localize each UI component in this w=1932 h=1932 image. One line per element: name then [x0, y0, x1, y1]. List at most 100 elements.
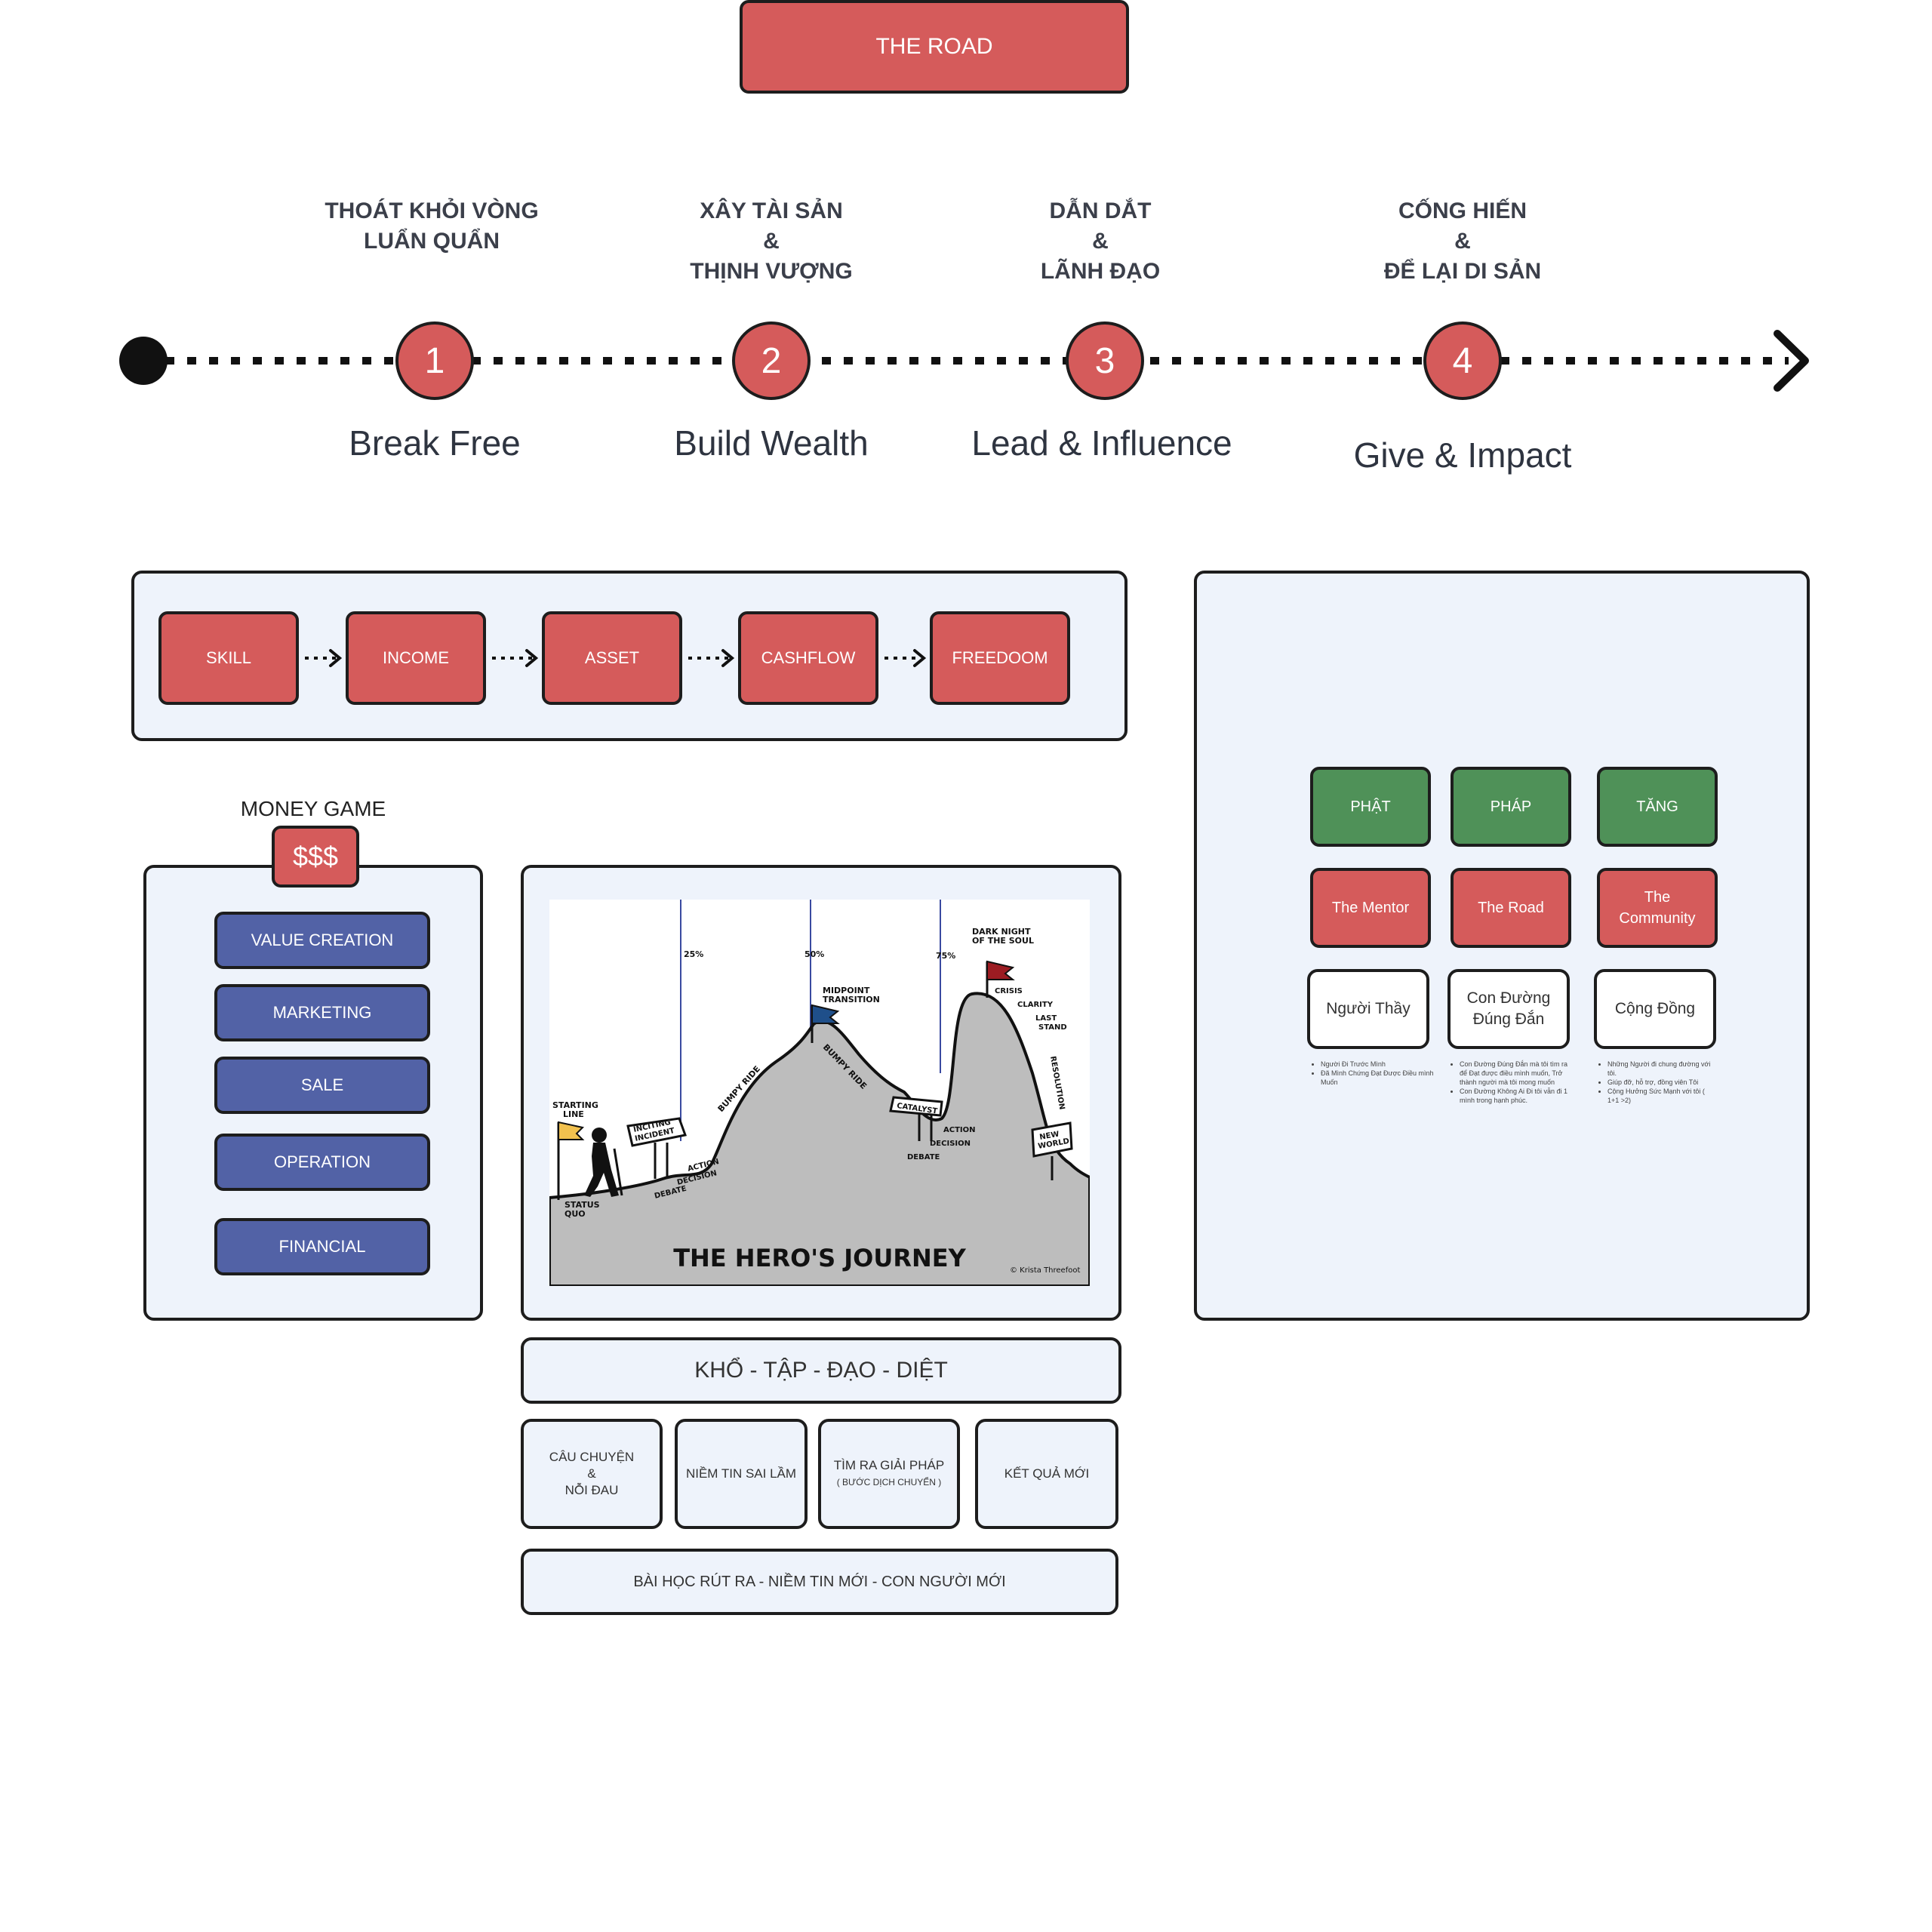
stage-4-marker[interactable]: 4: [1423, 321, 1502, 400]
flow-step-cashflow[interactable]: CASHFLOW: [738, 611, 878, 705]
flow-arrows: [305, 649, 927, 667]
label-crisis: CRISIS: [995, 987, 1023, 995]
lesson-banner: BÀI HỌC RÚT RA - NIỀM TIN MỚI - CON NGƯỜ…: [521, 1549, 1118, 1615]
money-item-financial[interactable]: FINANCIAL: [214, 1218, 430, 1275]
triad-green-phap[interactable]: PHÁP: [1451, 767, 1571, 847]
triad-label: Người Thầy: [1326, 1000, 1411, 1017]
inciting-sign-icon: [626, 1117, 688, 1179]
money-item-label: OPERATION: [274, 1152, 371, 1171]
flow-step-skill[interactable]: SKILL: [158, 611, 299, 705]
label-dark-night: DARK NIGHT: [972, 927, 1031, 937]
mountain-terrain: [549, 992, 1090, 1286]
belief-card-label: NIỀM TIN SAI LẦM: [685, 1466, 797, 1481]
stage-1-heading: THOÁT KHỎI VÒNG LUẨN QUẨN: [325, 198, 539, 254]
label-clarity: CLARITY: [1017, 1001, 1054, 1009]
money-item-label: SALE: [300, 1075, 344, 1094]
midpoint-flag-icon: [811, 1004, 840, 1024]
svg-text:TRANSITION: TRANSITION: [823, 995, 880, 1004]
solution-card[interactable]: TÌM RA GIẢI PHÁP ( BƯỚC DỊCH CHUYỂN ): [818, 1419, 960, 1529]
arrow-icon: [913, 649, 927, 667]
stage-2-number: 2: [761, 340, 782, 381]
stage-2-marker[interactable]: 2: [732, 321, 811, 400]
svg-text:OF THE SOUL: OF THE SOUL: [972, 936, 1034, 946]
crisis-flag-icon: [986, 960, 1015, 980]
arrow-icon: [721, 649, 735, 667]
money-item-label: FINANCIAL: [278, 1237, 366, 1256]
label-status-quo: STATUS: [565, 1200, 600, 1210]
triad-label: TĂNG: [1636, 798, 1678, 815]
triad-red-mentor[interactable]: The Mentor: [1310, 868, 1431, 948]
new-world-sign-icon: [1031, 1121, 1073, 1180]
flow-step-label: CASHFLOW: [761, 648, 856, 667]
money-badge: $$$: [272, 826, 359, 888]
stage-1-subtitle: Break Free: [349, 423, 521, 463]
svg-text:QUO: QUO: [565, 1209, 586, 1219]
timeline-arrow-icon: [1774, 330, 1809, 392]
kho-tap-banner: KHỔ - TẬP - ĐẠO - DIỆT: [521, 1337, 1121, 1404]
triad-white-con-duong[interactable]: Con Đường Đúng Đắn: [1447, 969, 1570, 1049]
label-decision-2: DECISION: [930, 1140, 971, 1148]
triad-red-road[interactable]: The Road: [1451, 868, 1571, 948]
note-item: Con Đường Không Ai Đi tôi vẫn đi 1 mình …: [1460, 1087, 1571, 1105]
money-item-sale[interactable]: SALE: [214, 1057, 430, 1114]
flow-step-income[interactable]: INCOME: [346, 611, 486, 705]
triad-green-phat[interactable]: PHẬT: [1310, 767, 1431, 847]
money-item-operation[interactable]: OPERATION: [214, 1134, 430, 1191]
label-new-world: NEW: [1039, 1131, 1060, 1142]
label-starting-line: STARTING: [552, 1100, 598, 1110]
label-50: 50%: [804, 949, 824, 959]
flow-step-label: ASSET: [584, 648, 640, 667]
flow-step-freedoom[interactable]: FREEDOOM: [930, 611, 1070, 705]
solution-card-sub: ( BƯỚC DỊCH CHUYỂN ): [836, 1477, 942, 1487]
starting-flag-icon: [558, 1121, 585, 1140]
triad-label: The Mentor: [1331, 899, 1410, 916]
stage-2-heading: XÂY TÀI SẢN & THỊNH VƯỢNG: [690, 198, 853, 284]
money-game-label: MONEY GAME: [240, 797, 386, 820]
note-item: Cộng Hưởng Sức Mạnh với tôi ( 1+1 >2): [1607, 1087, 1716, 1105]
flow-step-asset[interactable]: ASSET: [542, 611, 682, 705]
svg-text:STAND: STAND: [1038, 1023, 1067, 1032]
story-card-line: NỖI ĐAU: [565, 1483, 619, 1497]
triad-white-cong-dong[interactable]: Cộng Đồng: [1594, 969, 1716, 1049]
flow-step-label: SKILL: [206, 648, 251, 667]
money-item-label: VALUE CREATION: [251, 931, 394, 949]
title-box: THE ROAD: [740, 0, 1129, 94]
timeline-start-dot: [119, 337, 168, 385]
triad-white-nguoi-thay[interactable]: Người Thầy: [1307, 969, 1429, 1049]
money-item-value-creation[interactable]: VALUE CREATION: [214, 912, 430, 969]
label-75: 75%: [936, 951, 955, 961]
money-item-marketing[interactable]: MARKETING: [214, 984, 430, 1041]
story-card[interactable]: CÂU CHUYỆN & NỖI ĐAU: [521, 1419, 663, 1529]
hero-journey-credit: © Krista Threefoot: [1010, 1266, 1080, 1275]
triad-label: PHÁP: [1490, 798, 1532, 815]
stage-4-heading: CỐNG HIẾN & ĐỂ LẠI DI SẢN: [1383, 198, 1542, 284]
label-last-stand: LAST: [1035, 1014, 1057, 1023]
triad-label: PHẬT: [1350, 798, 1391, 815]
stage-3-marker[interactable]: 3: [1066, 321, 1144, 400]
kho-tap-title: KHỔ - TẬP - ĐẠO - DIỆT: [694, 1358, 948, 1383]
note-item: Người Đi Trước Mình: [1321, 1060, 1435, 1069]
triad-green-tang[interactable]: TĂNG: [1597, 767, 1718, 847]
flow-step-label: INCOME: [383, 648, 449, 667]
result-card[interactable]: KẾT QUẢ MỚI: [975, 1419, 1118, 1529]
note-item: Giúp đỡ, hỗ trợ, đồng viên Tôi: [1607, 1078, 1716, 1087]
stage-1-marker[interactable]: 1: [395, 321, 474, 400]
triad-notes-road: Con Đường Đúng Đắn mà tôi tìm ra để Đạt …: [1446, 1060, 1571, 1105]
note-item: Đã Mình Chứng Đạt Được Điều mình Muốn: [1321, 1069, 1435, 1087]
hiker-icon: [584, 1128, 623, 1197]
belief-card[interactable]: NIỀM TIN SAI LẦM: [675, 1419, 808, 1529]
label-midpoint: MIDPOINT: [823, 986, 870, 995]
stage-3-heading: DẪN DẮT & LÃNH ĐẠO: [1040, 198, 1161, 284]
page-title: THE ROAD: [875, 34, 993, 59]
hero-journey-illustration: 25% 50% 75% STARTING LINE STATUS QUO INC…: [549, 900, 1090, 1286]
triad-red-community[interactable]: The Community: [1597, 868, 1718, 948]
svg-text:LINE: LINE: [563, 1109, 584, 1119]
money-badge-text: $$$: [292, 841, 339, 872]
arrow-icon: [329, 649, 343, 667]
label-action-2: ACTION: [943, 1126, 976, 1134]
story-card-line: CÂU CHUYỆN: [549, 1450, 635, 1464]
stage-3-number: 3: [1094, 340, 1115, 381]
triad-label: The Road: [1478, 899, 1544, 916]
stage-4-subtitle: Give & Impact: [1353, 435, 1572, 475]
catalyst-sign-icon: [889, 1096, 943, 1141]
